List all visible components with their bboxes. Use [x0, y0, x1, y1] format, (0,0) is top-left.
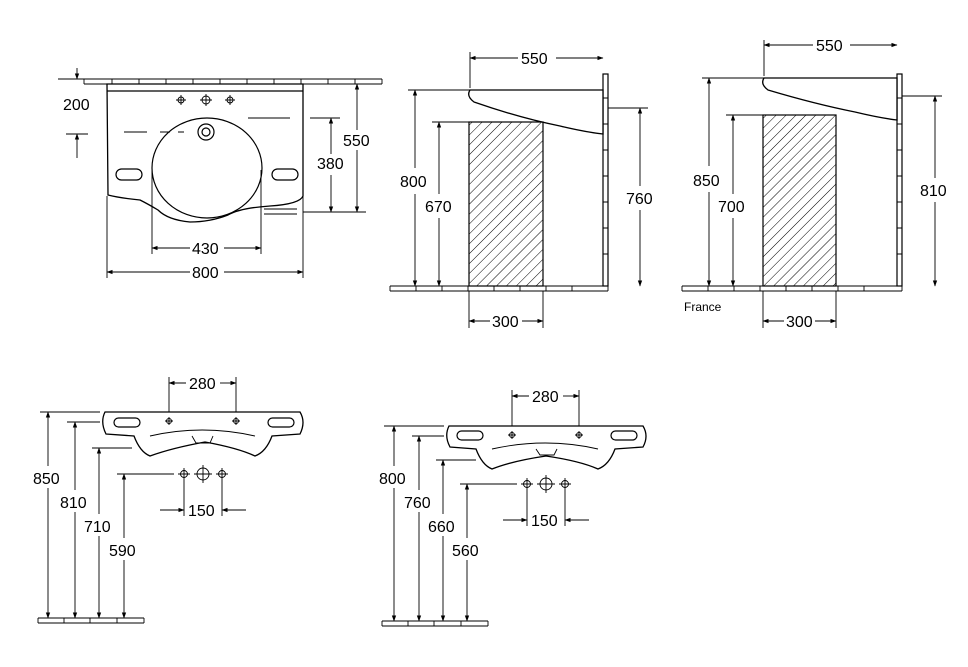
basin-outline	[106, 83, 304, 223]
france-label: France	[684, 300, 722, 314]
front-view-wall-mounted-right: 280 800 760 660 560 150	[379, 389, 647, 627]
dim-700: 700	[718, 199, 745, 216]
tap-hole-icon	[521, 475, 571, 493]
fixing-slot	[115, 168, 143, 181]
dim-850: 850	[33, 471, 60, 488]
basin-profile	[468, 89, 604, 135]
dim-550: 550	[521, 51, 548, 68]
dim-280: 280	[532, 389, 559, 406]
dim-760: 760	[626, 191, 653, 208]
tap-hole-icon	[165, 417, 240, 425]
dim-430: 430	[192, 241, 219, 258]
dim-670: 670	[425, 199, 452, 216]
dim-380: 380	[317, 156, 344, 173]
dim-560: 560	[452, 543, 479, 560]
dim-590: 590	[109, 543, 136, 560]
fixing-slot	[271, 168, 299, 181]
fixing-slot	[113, 417, 141, 428]
tap-hole-icon	[508, 431, 583, 439]
wall-tiles	[83, 78, 383, 85]
side-view-standard: 550 800 670 760 300	[389, 51, 653, 331]
fixing-slot	[267, 417, 295, 428]
bowl	[151, 117, 263, 219]
dim-710: 710	[84, 519, 111, 536]
dim-150: 150	[531, 513, 558, 530]
tap-hole-icon	[176, 94, 235, 106]
tap-hole-icon	[197, 123, 215, 141]
dim-550: 550	[816, 38, 843, 55]
dim-280: 280	[189, 376, 216, 393]
dim-800: 800	[379, 471, 406, 488]
dim-800: 800	[192, 265, 219, 282]
dim-800: 800	[400, 174, 427, 191]
dim-300: 300	[492, 314, 519, 331]
dim-850: 850	[693, 173, 720, 190]
dim-200: 200	[63, 97, 90, 114]
dim-660: 660	[428, 519, 455, 536]
dim-810: 810	[60, 495, 87, 512]
dim-550: 550	[343, 133, 370, 150]
side-view-france: 550 850 700 810 300 France	[681, 38, 947, 331]
fixing-slot	[610, 430, 638, 441]
dim-810: 810	[920, 183, 947, 200]
front-view: 200 550 380 430 800	[58, 68, 383, 282]
fixing-slot	[456, 430, 484, 441]
dim-760: 760	[404, 495, 431, 512]
front-view-wall-mounted-left: 280 850 810 710 590 150	[33, 376, 304, 624]
pedestal	[468, 121, 544, 287]
basin-outline	[102, 411, 304, 457]
tap-hole-icon	[178, 465, 228, 483]
basin-outline	[446, 425, 647, 470]
dim-150: 150	[188, 503, 215, 520]
pedestal	[762, 114, 837, 287]
basin-profile	[762, 77, 898, 121]
dim-300: 300	[786, 314, 813, 331]
